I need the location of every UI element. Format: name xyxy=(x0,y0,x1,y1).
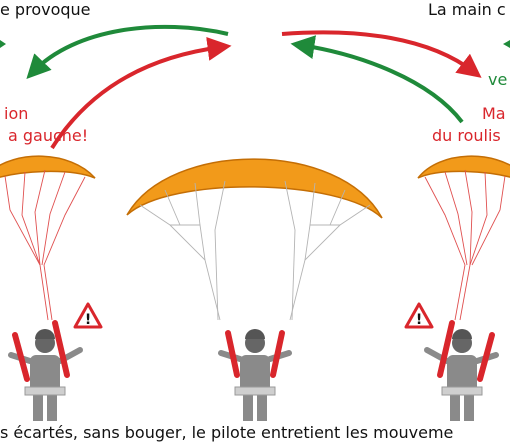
right-wing-canopy xyxy=(417,155,510,179)
right-pilot xyxy=(424,320,499,421)
red-arrow-right xyxy=(281,30,482,78)
green-arrow-left xyxy=(26,24,229,79)
caption-top-left: e provoque xyxy=(0,0,91,19)
green-arrow-tip-left-edge xyxy=(0,40,6,48)
green-arrow-right xyxy=(290,35,464,124)
red-arrow-left xyxy=(50,36,232,150)
center-wing-lines xyxy=(139,180,371,321)
caption-top-right: La main c xyxy=(428,0,506,19)
right-red-text-line1: Ma xyxy=(482,104,506,123)
warning-triangle-icon: ! xyxy=(404,302,434,329)
left-red-text-line1: ion xyxy=(4,104,29,123)
center-paraglider xyxy=(126,158,383,321)
warning-triangle-icon: ! xyxy=(73,302,103,329)
center-pilot xyxy=(218,329,292,421)
svg-text:!: ! xyxy=(416,312,422,328)
svg-text:!: ! xyxy=(85,312,91,328)
right-paraglider xyxy=(417,155,510,321)
center-wing-canopy xyxy=(126,158,383,219)
right-green-text: ve xyxy=(488,70,508,89)
left-pilot xyxy=(8,320,83,421)
left-paraglider xyxy=(0,155,96,321)
green-arrow-tip-right-edge xyxy=(503,40,510,48)
left-red-text-line2: a gauche! xyxy=(8,126,89,145)
caption-bottom: s écartés, sans bouger, le pilote entret… xyxy=(0,423,454,442)
left-wing-lines xyxy=(4,169,86,321)
right-wing-lines xyxy=(424,169,506,321)
left-wing-canopy xyxy=(0,155,96,179)
right-red-text-line2: du roulis xyxy=(432,126,501,145)
